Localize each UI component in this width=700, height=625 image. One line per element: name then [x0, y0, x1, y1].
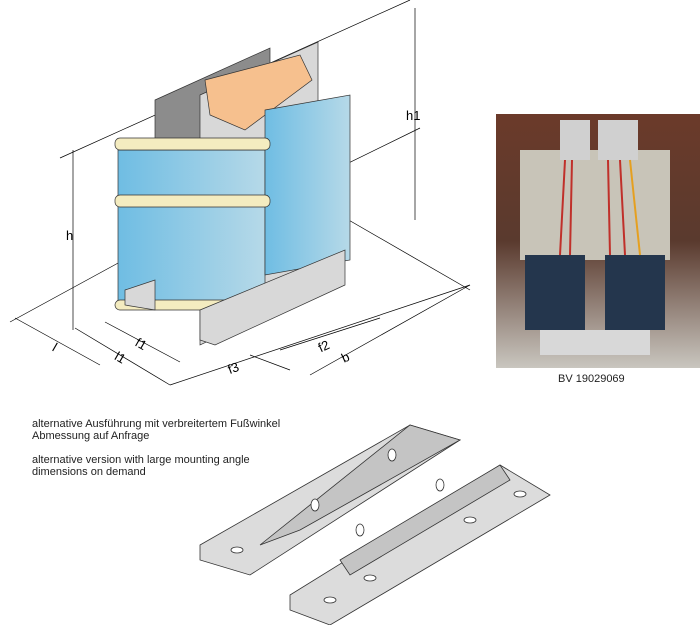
dim-label-f1: f1 [133, 335, 150, 353]
note-de-line2: Abmessung auf Anfrage [32, 430, 150, 442]
note-de-line1: alternative Ausführung mit verbreitertem… [32, 418, 281, 430]
note-english: alternative version with large mounting … [32, 454, 250, 478]
coil-flange [114, 194, 271, 208]
note-german: alternative Ausführung mit verbreitertem… [32, 418, 280, 442]
coil-left-top [117, 149, 266, 201]
coil-flange [114, 137, 271, 151]
mounting-angle-drawing [199, 424, 551, 625]
dim-label-h: h [66, 228, 73, 243]
coil-right [264, 94, 351, 276]
dim-label-h1: h1 [406, 108, 420, 123]
dim-label-f2: f2 [316, 337, 332, 355]
dim-label-l: l [50, 340, 60, 354]
dim-label-l1: l1 [112, 349, 128, 367]
note-en-line2: dimensions on demand [32, 466, 146, 478]
photo-caption: BV 19029069 [558, 373, 625, 385]
foot-bracket [124, 279, 156, 311]
transformer-drawing [114, 41, 351, 346]
foot-bracket [199, 249, 346, 346]
product-photo [496, 114, 700, 368]
dim-label-f3: f3 [226, 359, 241, 377]
note-en-line1: alternative version with large mounting … [32, 454, 250, 466]
terminal-block [204, 54, 313, 131]
dim-label-b: b [339, 349, 352, 366]
